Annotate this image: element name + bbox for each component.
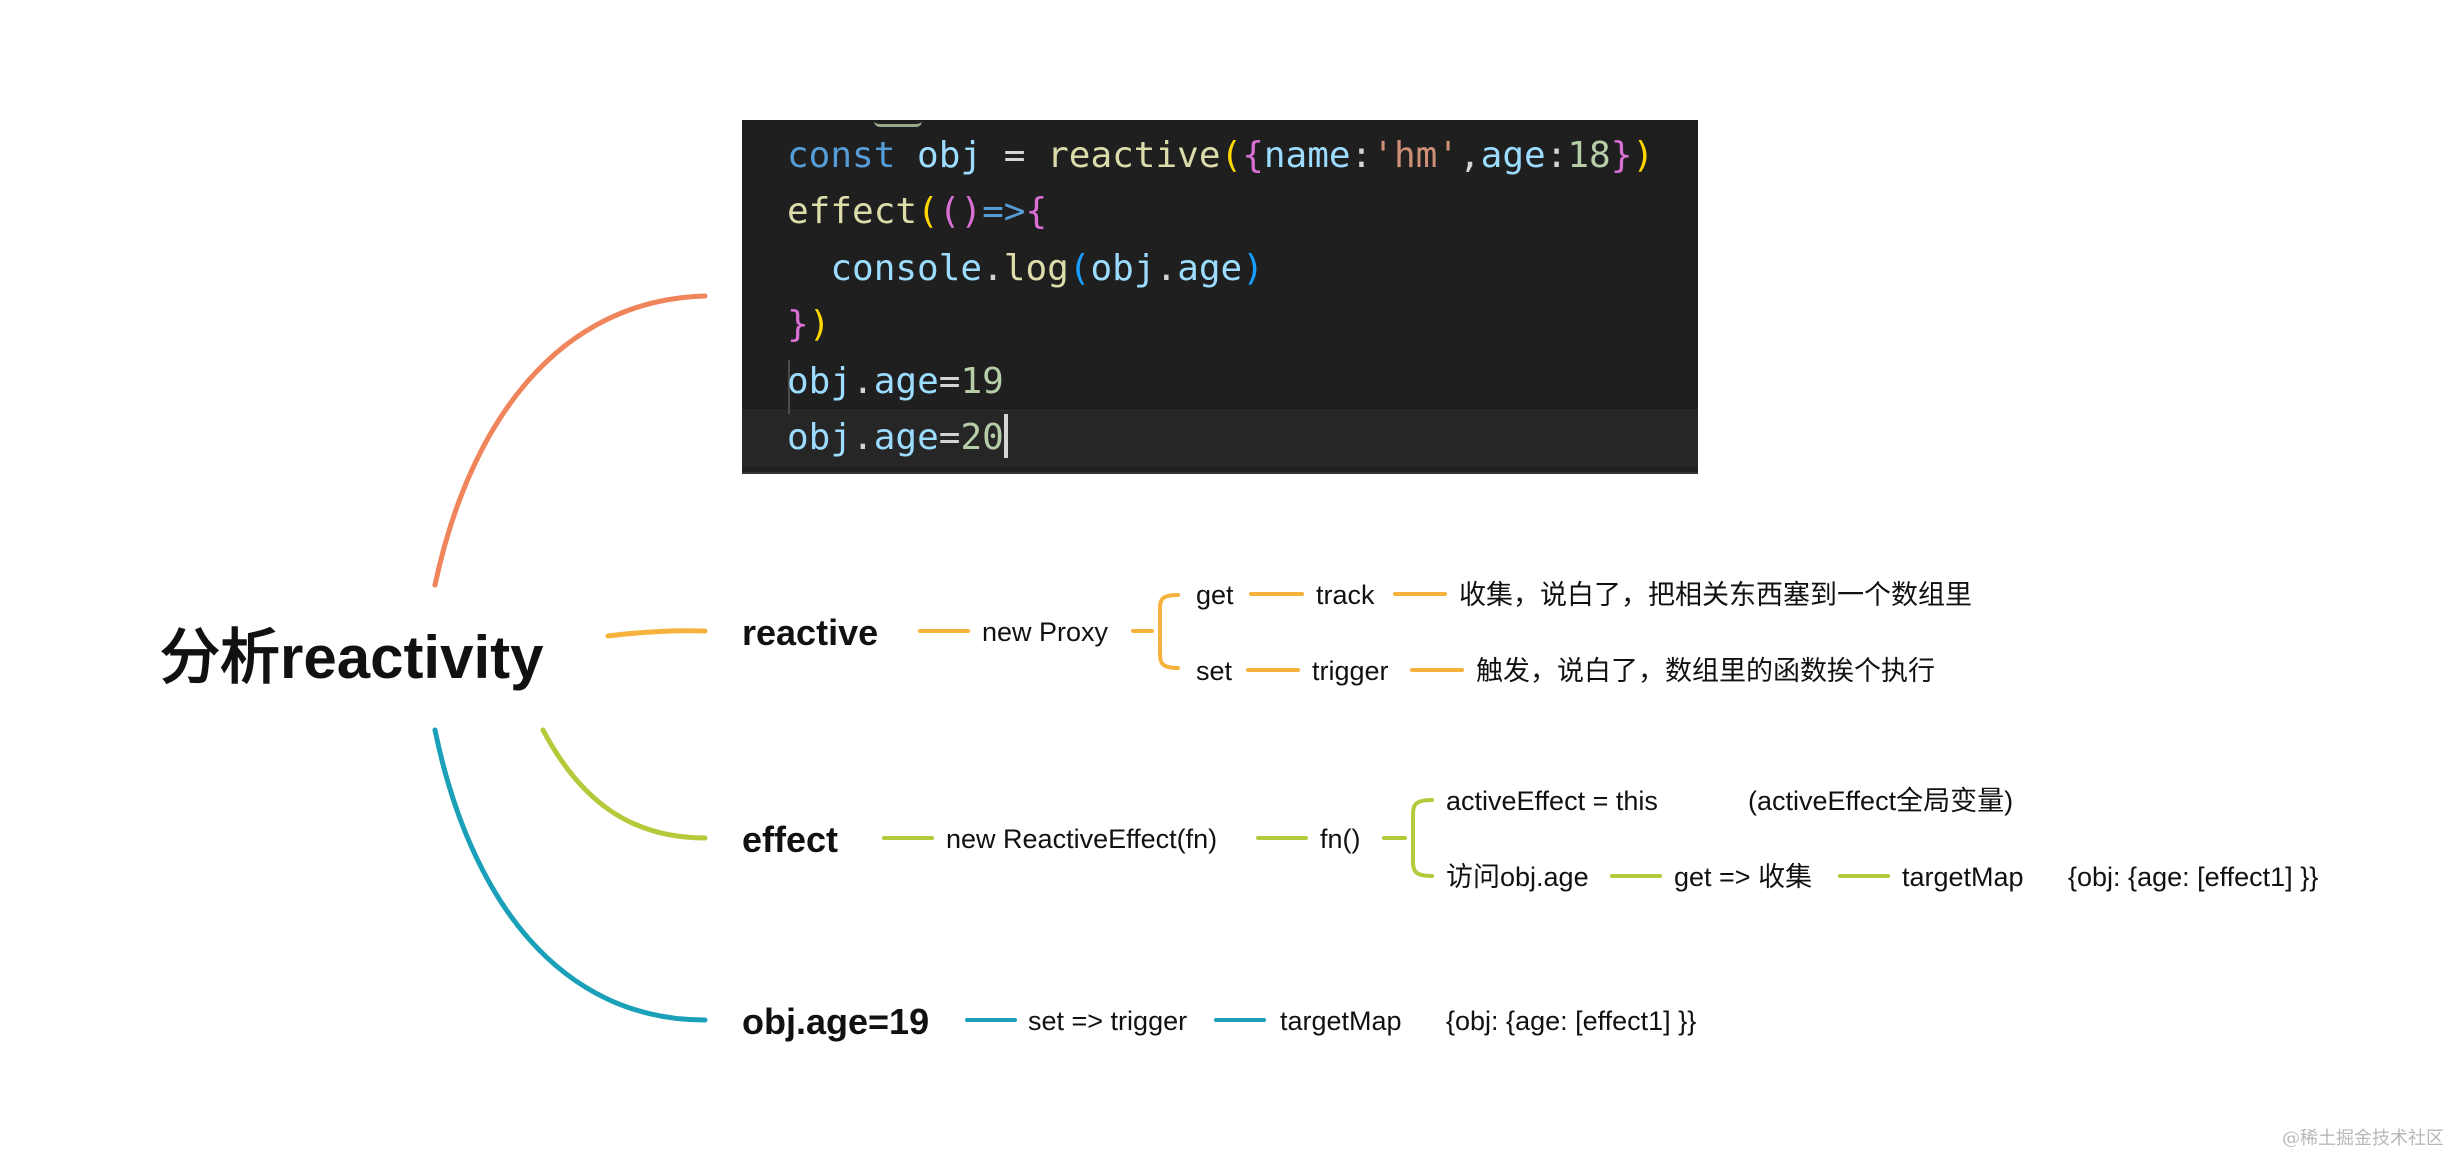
code-token: , [1458,135,1481,176]
code-token: age [1480,135,1546,176]
code-line: obj.age=19 [787,354,1004,410]
code-token: . [1155,248,1178,289]
code-token: ) [1632,135,1655,176]
code-token: ( [1068,248,1091,289]
code-cutoff-fragment [874,120,922,127]
code-token: . [982,248,1004,289]
code-token: { [1025,191,1048,232]
code-token: 'hm' [1372,135,1459,176]
code-token: 19 [960,361,1004,402]
node-get-collect: get => 收集 [1674,862,1813,892]
code-token: obj [1090,248,1156,289]
code-token: const [787,135,918,176]
node-reactive: reactive [742,612,879,653]
link-root-to-age [432,727,708,1023]
link-root-to-reactive [605,628,708,639]
code-token: => [982,191,1026,232]
code-line: effect(()=>{ [787,184,1047,240]
code-token: : [1350,135,1373,176]
bracket-fn [1411,798,1434,878]
node-age-target-map-value: {obj: {age: [effect1] }} [1446,1006,1697,1036]
node-active-effect: activeEffect = this [1446,786,1658,816]
node-trigger: trigger [1312,656,1389,686]
link-root-to-effect [540,727,708,841]
link-root-to-code [432,293,708,588]
node-target-map-value: {obj: {age: [effect1] }} [2068,862,2319,892]
code-line: console.log(obj.age) [787,241,1264,297]
code-token: . [852,361,874,402]
code-line: }) [787,297,830,353]
code-token: ( [1220,135,1243,176]
node-fn-call: fn() [1320,824,1361,854]
node-get: get [1196,580,1234,610]
code-token: { [1242,135,1264,176]
code-token: reactive [1047,135,1221,176]
code-token: age [873,361,939,402]
code-token: obj [787,417,853,458]
watermark: @稀土掘金技术社区 [2282,1128,2444,1149]
node-age-assign: obj.age=19 [742,1001,930,1042]
code-token: obj [917,135,983,176]
node-effect: effect [742,819,839,860]
node-set-trigger: set => trigger [1028,1006,1188,1036]
bracket-proxy [1158,593,1180,670]
code-token: } [1610,135,1633,176]
code-token: effect [787,191,918,232]
node-access-age: 访问obj.age [1446,862,1589,892]
code-line: obj.age=20 [787,410,1008,466]
code-token: log [1003,248,1069,289]
code-token: ) [808,304,831,345]
code-token: : [1545,135,1568,176]
node-new-proxy: new Proxy [982,617,1109,647]
text-cursor [1003,414,1008,458]
code-token: age [873,417,939,458]
code-token: ) [1242,248,1264,289]
code-token: ( [917,191,939,232]
code-token: age [1177,248,1243,289]
code-token: } [787,304,809,345]
code-token: console [787,248,983,289]
code-token: () [938,191,983,232]
root-node: 分析reactivity [160,624,544,691]
code-snippet: const obj = reactive({name:'hm',age:18})… [742,120,1698,474]
code-token: name [1263,135,1351,176]
code-token: obj [787,361,853,402]
node-track-desc: 收集，说白了，把相关东西塞到一个数组里 [1459,580,1972,610]
code-line: const obj = reactive({name:'hm',age:18}) [787,128,1654,184]
code-token: . [852,417,874,458]
code-token: 20 [960,417,1004,458]
current-line-highlight [742,410,1698,467]
node-active-effect-note: (activeEffect全局变量) [1748,786,2014,816]
node-target-map: targetMap [1902,862,2024,892]
code-token: = [938,361,961,402]
node-trigger-desc: 触发，说白了，数组里的函数挨个执行 [1476,656,1935,686]
code-token: = [982,135,1048,176]
node-new-reactive-effect: new ReactiveEffect(fn) [946,824,1218,854]
node-age-target-map: targetMap [1280,1006,1402,1036]
code-token: = [938,417,961,458]
node-track: track [1316,580,1375,610]
indent-guide [788,360,790,414]
code-token: 18 [1567,135,1611,176]
node-set: set [1196,656,1233,686]
